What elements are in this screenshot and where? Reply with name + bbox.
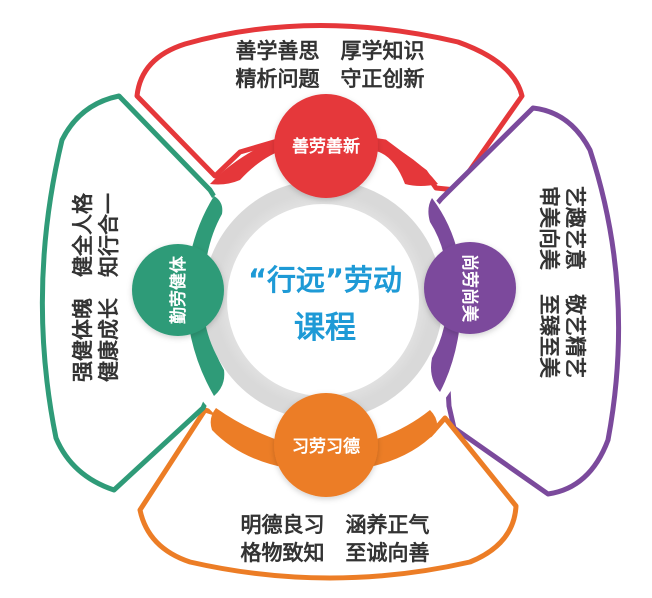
top-node xyxy=(274,94,378,198)
bottom-band xyxy=(210,408,438,472)
left-node xyxy=(132,244,224,336)
left-petal-line1: 健全人格 xyxy=(71,192,95,277)
top-band xyxy=(210,129,438,186)
left-petal-line4: 健康成长 xyxy=(97,297,121,382)
top-petal-line1: 善学善思 厚学知识 xyxy=(236,39,425,63)
left-petal-line3: 强健体魄 xyxy=(71,298,95,382)
right-petal-line2: 审美向美 xyxy=(537,186,561,270)
top-petal-line2: 精析问题 守正创新 xyxy=(236,67,425,91)
bottom-petal-line1: 明德良习 涵养正气 xyxy=(241,513,430,537)
center-title-line2: 课程 xyxy=(294,310,356,346)
left-petal-line2: 知行合一 xyxy=(97,193,121,277)
right-node xyxy=(424,242,516,334)
right-petal-line3: 敬艺精艺 xyxy=(563,293,587,378)
center-title-line1: “行远”劳动 xyxy=(248,263,402,297)
right-petal-line4: 至臻至美 xyxy=(537,294,561,378)
left-node-label: 勤劳健体 xyxy=(168,255,189,324)
bottom-petal-line2: 格物致知 至诚向善 xyxy=(241,541,430,565)
bottom-node-label: 习劳习德 xyxy=(292,436,360,457)
top-node-label: 善劳善新 xyxy=(292,136,360,157)
right-node-label: 尚劳尚美 xyxy=(459,254,480,323)
left-band xyxy=(186,196,225,396)
right-petal-line1: 艺趣艺意 xyxy=(563,186,587,270)
bottom-node xyxy=(274,393,378,497)
inner-circle xyxy=(228,205,418,395)
